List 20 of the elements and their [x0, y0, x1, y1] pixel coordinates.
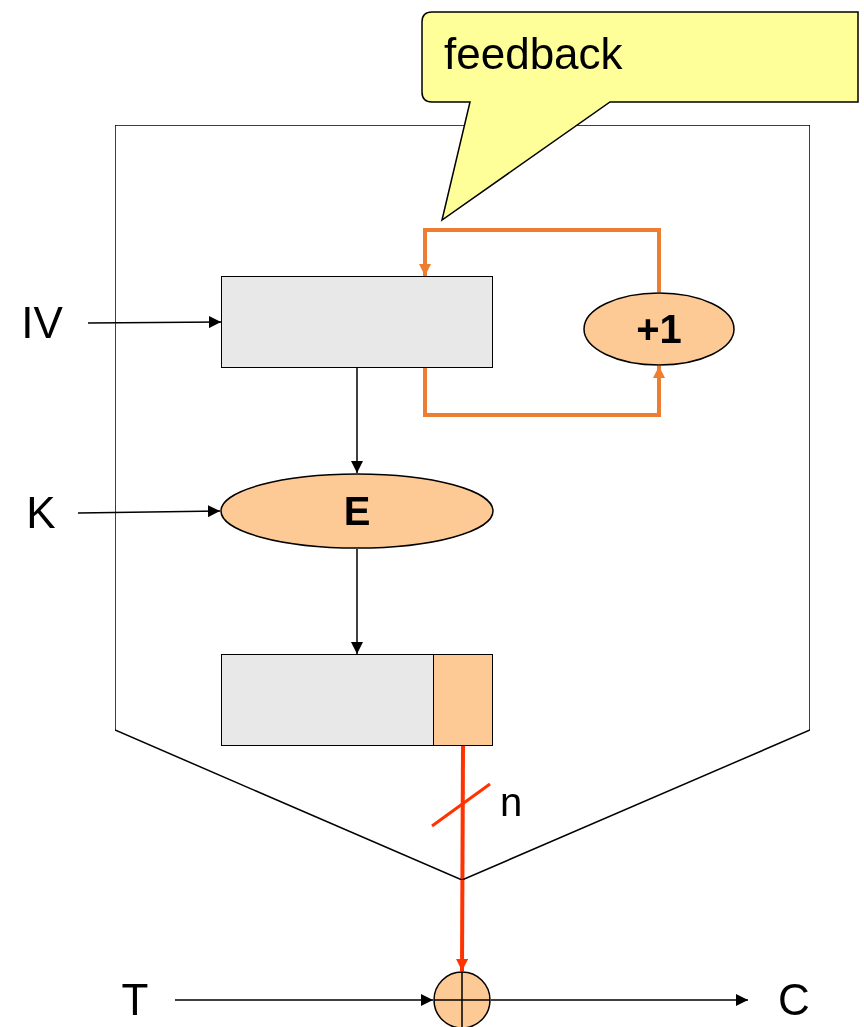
output-segment [433, 654, 493, 746]
encryption-ellipse: E [220, 473, 494, 549]
arrow [174, 994, 434, 1006]
arrow [419, 228, 661, 292]
register-box [221, 276, 493, 368]
arrow [423, 366, 665, 417]
arrow [351, 367, 363, 474]
arrow [351, 548, 363, 655]
enclosure-outline [115, 125, 810, 880]
arrow [490, 994, 749, 1006]
arrow [77, 505, 221, 518]
input-label: T [105, 977, 165, 1023]
arrow [456, 746, 469, 971]
input-label: K [18, 490, 64, 536]
arrow [87, 316, 222, 329]
callout-bubble: feedback [420, 10, 860, 222]
input-label: IV [10, 300, 74, 346]
increment-ellipse: +1 [583, 292, 735, 366]
output-label: C [766, 977, 822, 1023]
register-box [221, 654, 493, 746]
